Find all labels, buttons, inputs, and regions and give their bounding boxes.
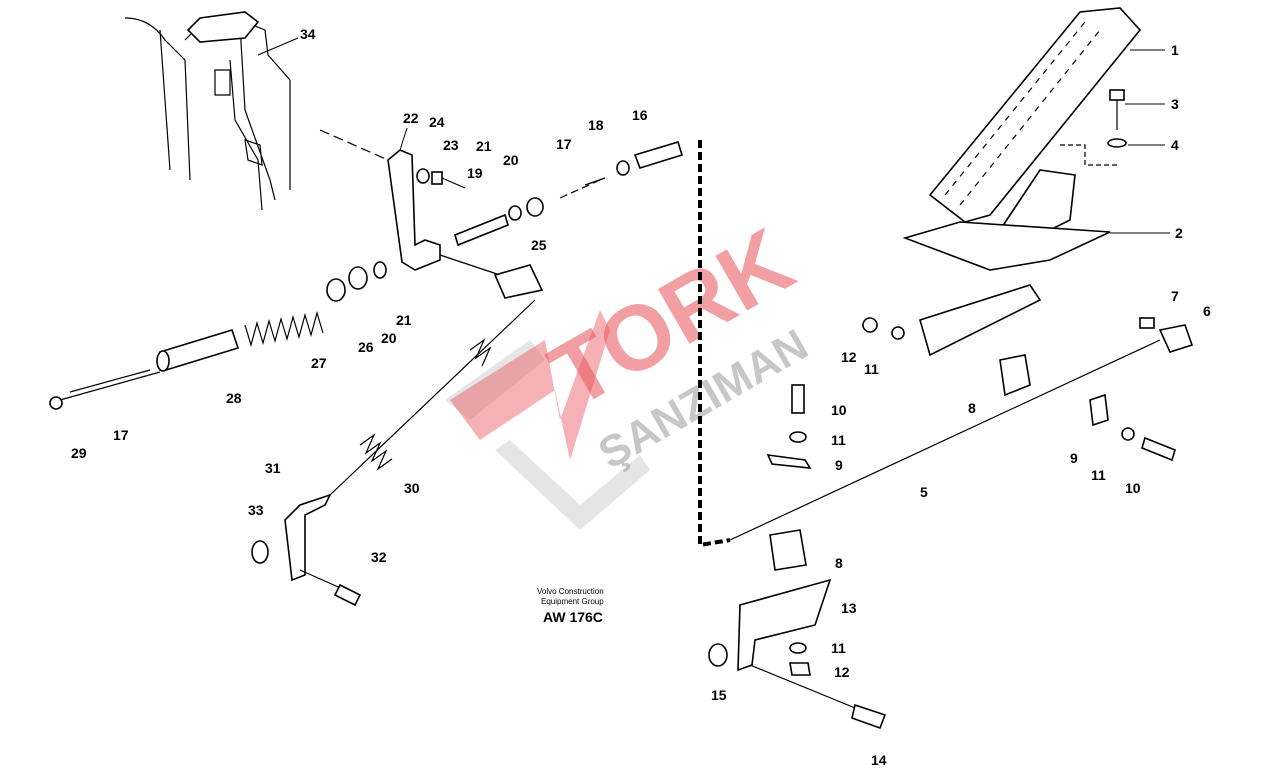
- callout: 15: [711, 687, 727, 703]
- callout: 9: [1070, 450, 1078, 466]
- callout: 18: [588, 117, 604, 133]
- callout: 27: [311, 355, 327, 371]
- caption-code: AW 176C: [543, 609, 603, 625]
- cab-floor-outline: [124, 11, 299, 211]
- callout: 7: [1171, 288, 1179, 304]
- callout: 9: [835, 457, 843, 473]
- callout: 8: [835, 555, 843, 571]
- callout: 17: [113, 427, 129, 443]
- callout: 17: [556, 136, 572, 152]
- lower-bracket: [708, 384, 887, 730]
- callout: 11: [864, 361, 879, 377]
- callout: 21: [396, 312, 412, 328]
- callout: 5: [920, 484, 928, 500]
- callout: 6: [1203, 303, 1211, 319]
- callout: 3: [1171, 96, 1179, 112]
- callout: 12: [834, 664, 850, 680]
- callout: 23: [443, 137, 459, 153]
- lever-bracket: [319, 127, 683, 299]
- callout: 1: [1171, 42, 1179, 58]
- callout: 11: [831, 640, 846, 656]
- callout: 13: [841, 600, 857, 616]
- callout: 12: [841, 349, 857, 365]
- callout: 31: [265, 460, 281, 476]
- callout: 14: [871, 752, 887, 768]
- caption: Volvo Construction Equipment Group AW 17…: [537, 587, 604, 625]
- callout: 30: [404, 480, 420, 496]
- callout: 10: [1125, 480, 1141, 496]
- callout: 4: [1171, 137, 1179, 153]
- callout: 2: [1175, 225, 1183, 241]
- spring-assembly: [49, 261, 387, 410]
- callout-labels: 34 1 3 4 2 22 24 23 19 21 20 17 18 16 25…: [71, 26, 1211, 768]
- callout: 22: [403, 110, 419, 126]
- callout: 8: [968, 400, 976, 416]
- pedal: [902, 7, 1170, 357]
- callout: 11: [1091, 467, 1106, 483]
- cable: [729, 317, 1194, 541]
- caption-line-1: Volvo Construction: [537, 587, 604, 596]
- callout: 16: [632, 107, 648, 123]
- watermark-logo: TORK ŞANZIMAN: [445, 209, 816, 530]
- callout: 11: [831, 432, 846, 448]
- callout: 32: [371, 549, 387, 565]
- callout: 21: [476, 138, 492, 154]
- callout: 25: [531, 237, 547, 253]
- callout: 33: [248, 502, 264, 518]
- callout: 28: [226, 390, 242, 406]
- callout: 26: [358, 339, 374, 355]
- callout: 29: [71, 445, 87, 461]
- callout: 24: [429, 114, 445, 130]
- caption-line-2: Equipment Group: [541, 597, 604, 606]
- callout: 19: [467, 165, 483, 181]
- callout: 10: [831, 402, 847, 418]
- bolt-3: [1107, 89, 1165, 148]
- linkage-dashed-line: [698, 140, 731, 548]
- callout: 20: [381, 330, 397, 346]
- callout: 20: [503, 152, 519, 168]
- return-spring: [251, 299, 536, 607]
- callout: 34: [300, 26, 316, 42]
